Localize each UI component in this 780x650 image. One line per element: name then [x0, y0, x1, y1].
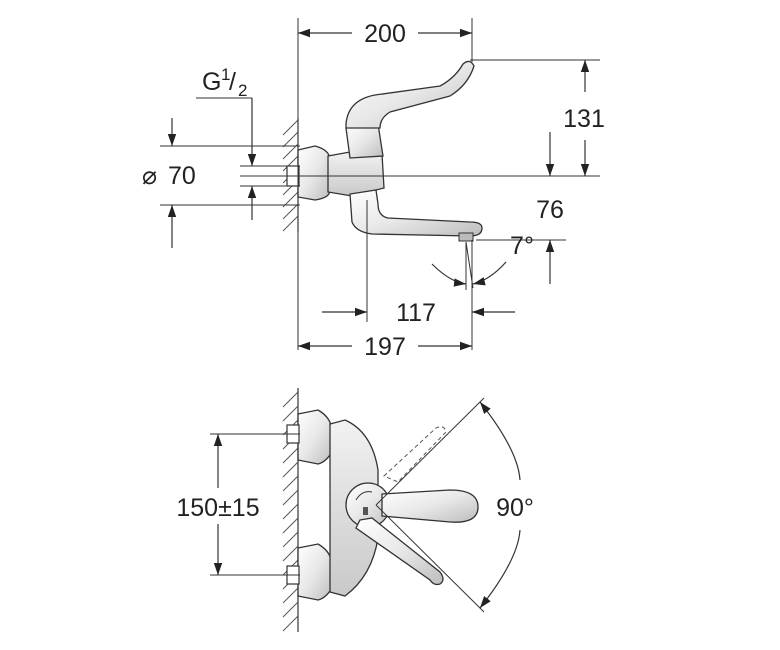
faucet-side-body — [240, 60, 600, 242]
dim-spacing-label: 150±15 — [176, 494, 259, 522]
thread-numerator: 1 — [221, 65, 230, 84]
thread-slash: / — [229, 68, 236, 96]
dim-total-width: 200 — [298, 20, 472, 48]
dim-lever-angle: 90° — [375, 397, 534, 613]
dim-spout-angle-label: 7° — [510, 232, 534, 260]
diameter-symbol: ⌀ — [142, 162, 157, 190]
side-view: 200 131 76 7° 117 — [142, 18, 605, 361]
dim-height-top: 131 — [563, 60, 605, 176]
dim-height-spout-label: 76 — [536, 196, 564, 224]
dim-height-spout: 76 — [536, 132, 564, 284]
dim-spacing: 150±15 — [176, 433, 300, 576]
dim-spout-reach-label: 117 — [396, 299, 436, 327]
dim-total-width-label: 200 — [364, 20, 406, 48]
dim-spout-reach: 117 — [322, 299, 515, 327]
faucet-front-body — [286, 409, 479, 601]
thread-denominator: 2 — [238, 81, 247, 100]
dim-depth-label: 197 — [364, 333, 406, 361]
dim-spout-angle: 7° — [431, 232, 534, 290]
thread-label: G — [202, 68, 221, 96]
dim-lever-angle-label: 90° — [496, 494, 534, 522]
front-view: 150±15 90° — [176, 388, 534, 632]
thread-callout: G 1 / 2 — [196, 65, 300, 220]
dim-depth: 197 — [298, 333, 472, 361]
dim-diameter: ⌀ 70 — [142, 118, 300, 248]
dim-height-top-label: 131 — [563, 105, 605, 133]
dim-diameter-label: 70 — [168, 162, 196, 190]
